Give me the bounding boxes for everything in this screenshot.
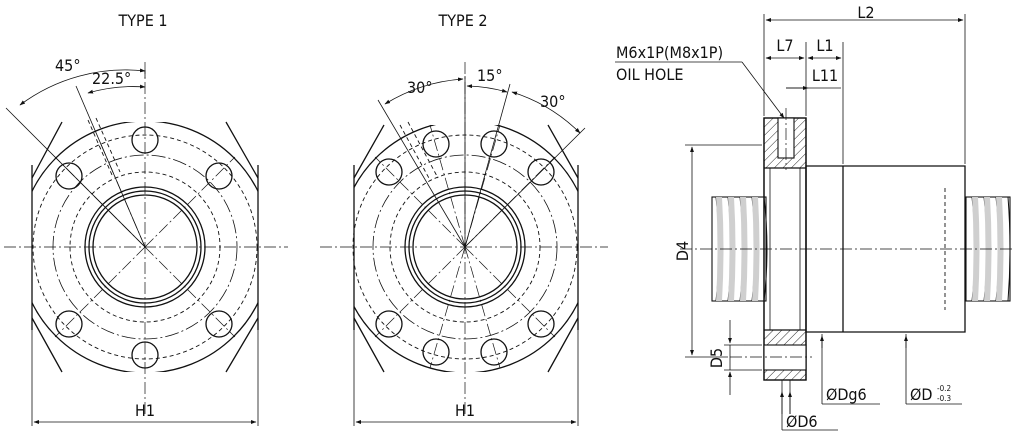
- type2-angle-30-left-label: 30°: [407, 78, 433, 97]
- type2-angle-extension-right: [464, 127, 586, 248]
- type1-title: TYPE 1: [117, 11, 167, 30]
- l7-label: L7: [776, 36, 793, 55]
- d4-label: D4: [673, 241, 692, 261]
- type1-bolt-hole: [131, 341, 159, 369]
- type1-bore-mid: [88, 190, 202, 304]
- type1-h1-label: H1: [135, 401, 155, 420]
- type2-oil-hole-hidden: [399, 124, 431, 181]
- type2-view: TYPE 2: [320, 11, 608, 426]
- type1-bore-outer: [84, 186, 206, 308]
- type1-angle-45-label: 45°: [55, 56, 81, 75]
- type1-bolt-holes: [55, 126, 233, 369]
- type1-radial-line: [144, 156, 236, 248]
- type1-hidden-circle-outer: [32, 134, 258, 360]
- oil-hole-text: OIL HOLE: [616, 65, 683, 84]
- d5-label: D5: [707, 348, 726, 368]
- type2-radial-line: [429, 124, 466, 248]
- type1-angle-extension-45: [5, 107, 146, 248]
- type2-bolt-pitch-circle: [372, 154, 558, 340]
- type1-bolt-pitch-circle: [52, 154, 238, 340]
- type1-view: TYPE 1: [4, 11, 288, 426]
- oil-hole-leader: [741, 61, 785, 119]
- type1-radial-line: [54, 246, 146, 338]
- type1-bolt-hole: [55, 310, 83, 338]
- type2-angle-30-right-label: 30°: [540, 92, 566, 111]
- side-view: L2 L7 L1 L11 M6x1P(M8x1P) OIL HOLE D4 D5: [615, 3, 1015, 431]
- type2-h1-label: H1: [455, 401, 475, 420]
- type1-angle-extension-22: [75, 85, 146, 248]
- type1-bolt-hole: [55, 162, 83, 190]
- l11-label: L11: [812, 66, 838, 85]
- type1-bolt-hole: [131, 126, 159, 154]
- type1-bolt-hole: [205, 162, 233, 190]
- type2-angle-extension-left: [377, 99, 466, 248]
- d-tolerance-upper: -0.2: [937, 384, 951, 393]
- l2-label: L2: [857, 3, 874, 22]
- type2-bolt-hole: [375, 158, 403, 186]
- type2-angle-arc-30-left: [384, 77, 464, 105]
- d-tolerance-lower: -0.3: [937, 394, 951, 403]
- type2-title: TYPE 2: [437, 11, 487, 30]
- type2-bolt-hole: [480, 338, 508, 366]
- type1-bore-inner: [92, 194, 198, 300]
- type1-radial-line: [144, 246, 236, 338]
- type2-radial-line: [464, 246, 501, 369]
- l1-label: L1: [816, 36, 833, 55]
- d-label: ØD: [910, 385, 932, 404]
- type2-radial-line: [464, 246, 556, 338]
- type2-radial-line: [429, 246, 466, 369]
- type1-angle-arc-45: [19, 68, 146, 106]
- type1-angle-22-label: 22.5°: [92, 69, 131, 88]
- type1-bolt-hole: [205, 310, 233, 338]
- type2-angle-extension-15: [464, 83, 511, 248]
- type2-radial-line: [374, 156, 466, 248]
- type2-bolt-holes: [375, 130, 555, 366]
- type1-hidden-circle-inner: [69, 171, 221, 323]
- type2-angle-15-label: 15°: [477, 66, 503, 85]
- dg6-label: ØDg6: [826, 385, 867, 404]
- type2-bolt-hole: [527, 158, 555, 186]
- type1-oil-hole-hidden: [87, 119, 113, 176]
- type1-angle-arc-22: [87, 84, 146, 94]
- type1-oil-hole-hidden: [95, 117, 121, 173]
- flange-bolt-hole: [763, 344, 807, 371]
- type2-radial-line: [374, 246, 466, 338]
- type2-oil-hole-hidden: [407, 121, 439, 179]
- oil-hole-spec: M6x1P(M8x1P): [616, 43, 723, 62]
- type2-bolt-hole: [480, 130, 508, 158]
- type2-angle-arc-15: [466, 84, 508, 93]
- type2-angle-arc-30-right: [511, 91, 581, 134]
- d6-label: ØD6: [786, 412, 818, 431]
- type2-bolt-hole: [422, 338, 450, 366]
- type1-flange-flats: [31, 121, 259, 373]
- type2-bolt-hole: [422, 130, 450, 158]
- type2-bolt-hole: [527, 310, 555, 338]
- type2-flange-flats: [353, 124, 579, 373]
- type2-bolt-hole: [375, 310, 403, 338]
